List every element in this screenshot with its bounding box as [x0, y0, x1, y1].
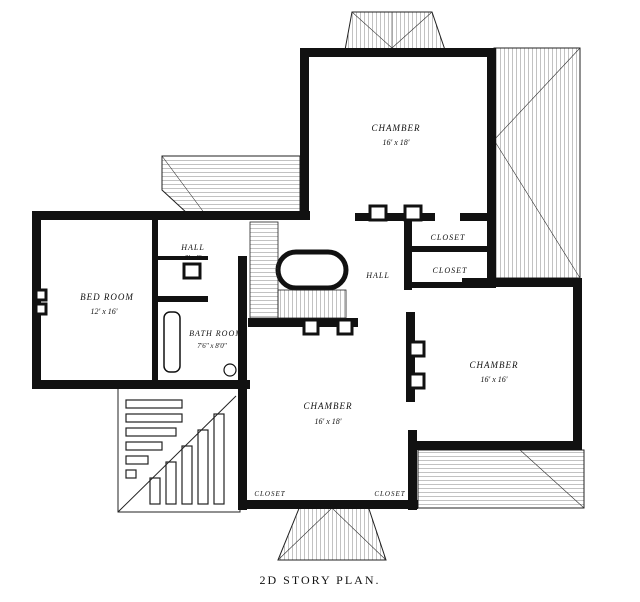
closet-bottom-right-label: CLOSET [374, 490, 405, 498]
bath-tub [163, 311, 237, 377]
bed-room-size: 12' x 16' [91, 307, 118, 316]
chimneys [34, 204, 426, 390]
closet-lower-label: CLOSET [433, 266, 468, 275]
closet-upper-label: CLOSET [431, 233, 466, 242]
chamber-right-size: 16' x 16' [481, 375, 508, 384]
bath-room-size: 7'6" x 8'0" [197, 342, 227, 350]
chamber-right-label: CHAMBER [470, 360, 519, 370]
plan-caption: 2D STORY PLAN. [259, 573, 381, 587]
left-upper-roof [161, 155, 301, 215]
small-hall-label: HALL [180, 243, 205, 252]
left-porch-roof [117, 387, 241, 513]
small-hall-size: 8' x 8' [185, 254, 202, 262]
bottom-bay-roof [277, 505, 387, 561]
top-bay-roof [344, 11, 446, 51]
chamber-top-label: CHAMBER [372, 123, 421, 133]
chamber-bottom-label: CHAMBER [304, 401, 353, 411]
bottom-right-roof [417, 449, 585, 509]
right-roof [493, 47, 581, 279]
chamber-top-size: 16' x 18' [383, 138, 410, 147]
stair-well [249, 221, 349, 319]
bed-room-label: BED ROOM [80, 292, 134, 302]
bath-room-label: BATH ROOM [189, 329, 243, 338]
chamber-bottom-size: 16' x 18' [315, 417, 342, 426]
closet-bottom-left-label: CLOSET [254, 490, 285, 498]
hall-label: HALL [365, 271, 390, 280]
